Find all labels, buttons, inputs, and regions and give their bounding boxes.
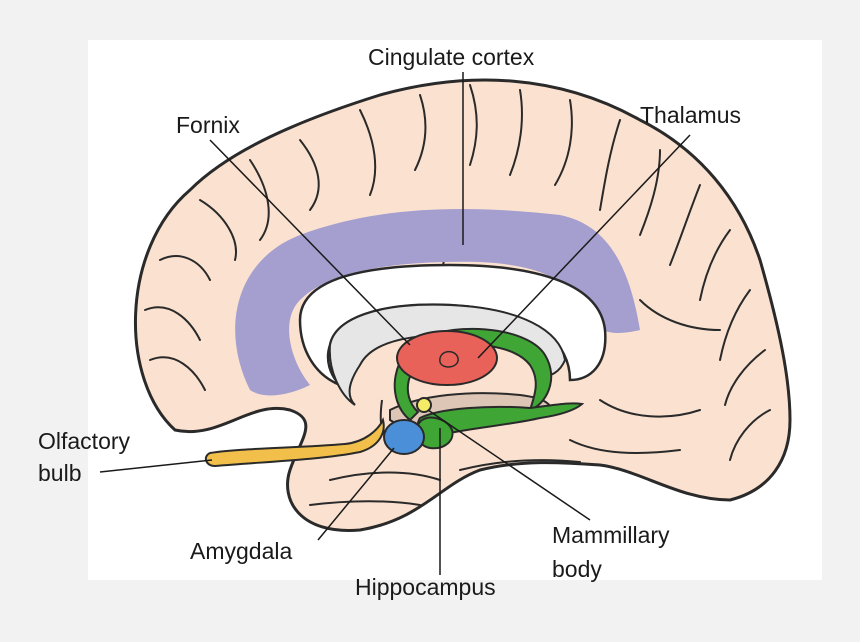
leader-thalamus — [477, 134, 691, 359]
label-olfactory-bulb-line2: bulb — [38, 460, 82, 486]
label-amygdala: Amygdala — [190, 538, 293, 564]
label-mammillary-body-line1: Mammillary — [552, 522, 670, 548]
label-thalamus: Thalamus — [640, 102, 741, 128]
amygdala — [383, 419, 425, 455]
thalamus — [396, 330, 498, 386]
label-cingulate-cortex: Cingulate cortex — [368, 44, 535, 70]
leader-fornix — [209, 139, 411, 346]
label-fornix: Fornix — [176, 112, 240, 138]
leader-olfactory — [99, 459, 213, 473]
olfactory-bulb — [204, 417, 385, 468]
label-mammillary-body-line2: body — [552, 556, 602, 582]
label-hippocampus: Hippocampus — [355, 574, 496, 600]
leader-mammillary — [427, 409, 591, 521]
leader-lines — [99, 72, 691, 575]
mammillary-body — [416, 397, 432, 413]
thalamus-detail — [439, 350, 459, 368]
label-olfactory-bulb-line1: Olfactory — [38, 428, 131, 454]
cortex-folds — [144, 84, 771, 506]
leader-amygdala — [317, 447, 395, 541]
cingulate-cortex — [235, 209, 640, 396]
